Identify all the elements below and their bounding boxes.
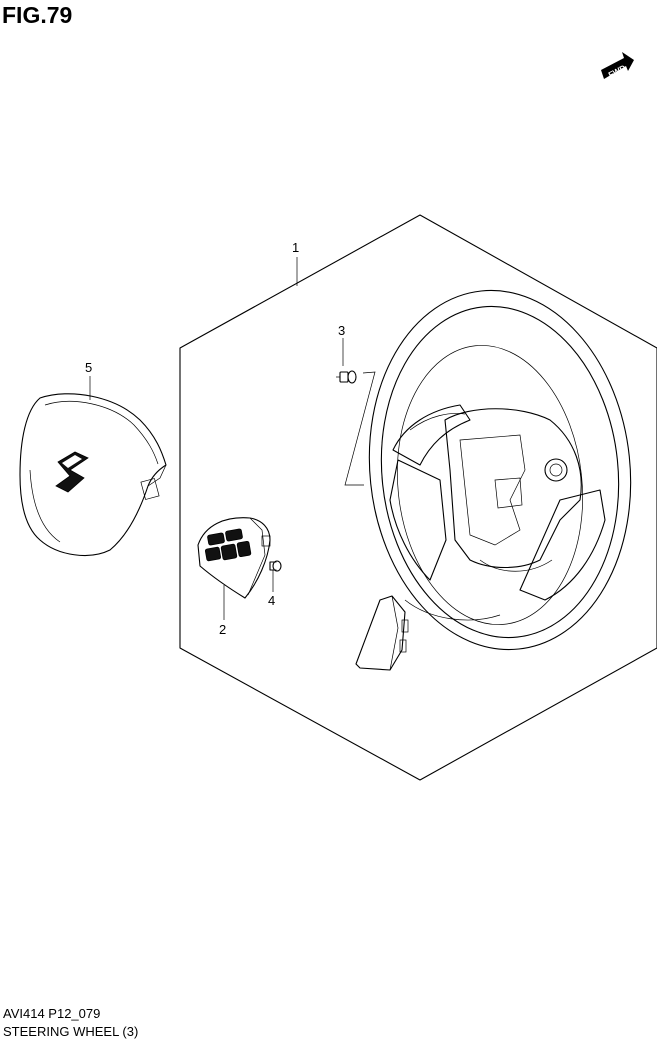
- figure-name: STEERING WHEEL (3): [3, 1024, 139, 1039]
- screw-part-4: [269, 560, 282, 572]
- steering-wheel: [368, 289, 632, 651]
- assembly-outline: [179, 214, 657, 781]
- suzuki-emblem-icon: [55, 451, 89, 493]
- callout-3: 3: [338, 323, 345, 338]
- callout-2: 2: [219, 622, 226, 637]
- figure-title: FIG.79: [2, 2, 73, 28]
- leader-lines: [89, 257, 376, 620]
- figure-code: AVI414 P12_079: [3, 1006, 101, 1021]
- airbag-cover: [19, 393, 167, 556]
- screw-part-3: [336, 370, 357, 384]
- figure-footer: AVI414 P12_079 STEERING WHEEL (3): [3, 1005, 138, 1041]
- callout-4: 4: [268, 593, 275, 608]
- lower-cover: [355, 595, 409, 671]
- callout-5: 5: [85, 360, 92, 375]
- callout-1: 1: [292, 240, 299, 255]
- fwd-arrow-icon: FWD: [601, 52, 634, 80]
- steering-switch: [197, 517, 271, 599]
